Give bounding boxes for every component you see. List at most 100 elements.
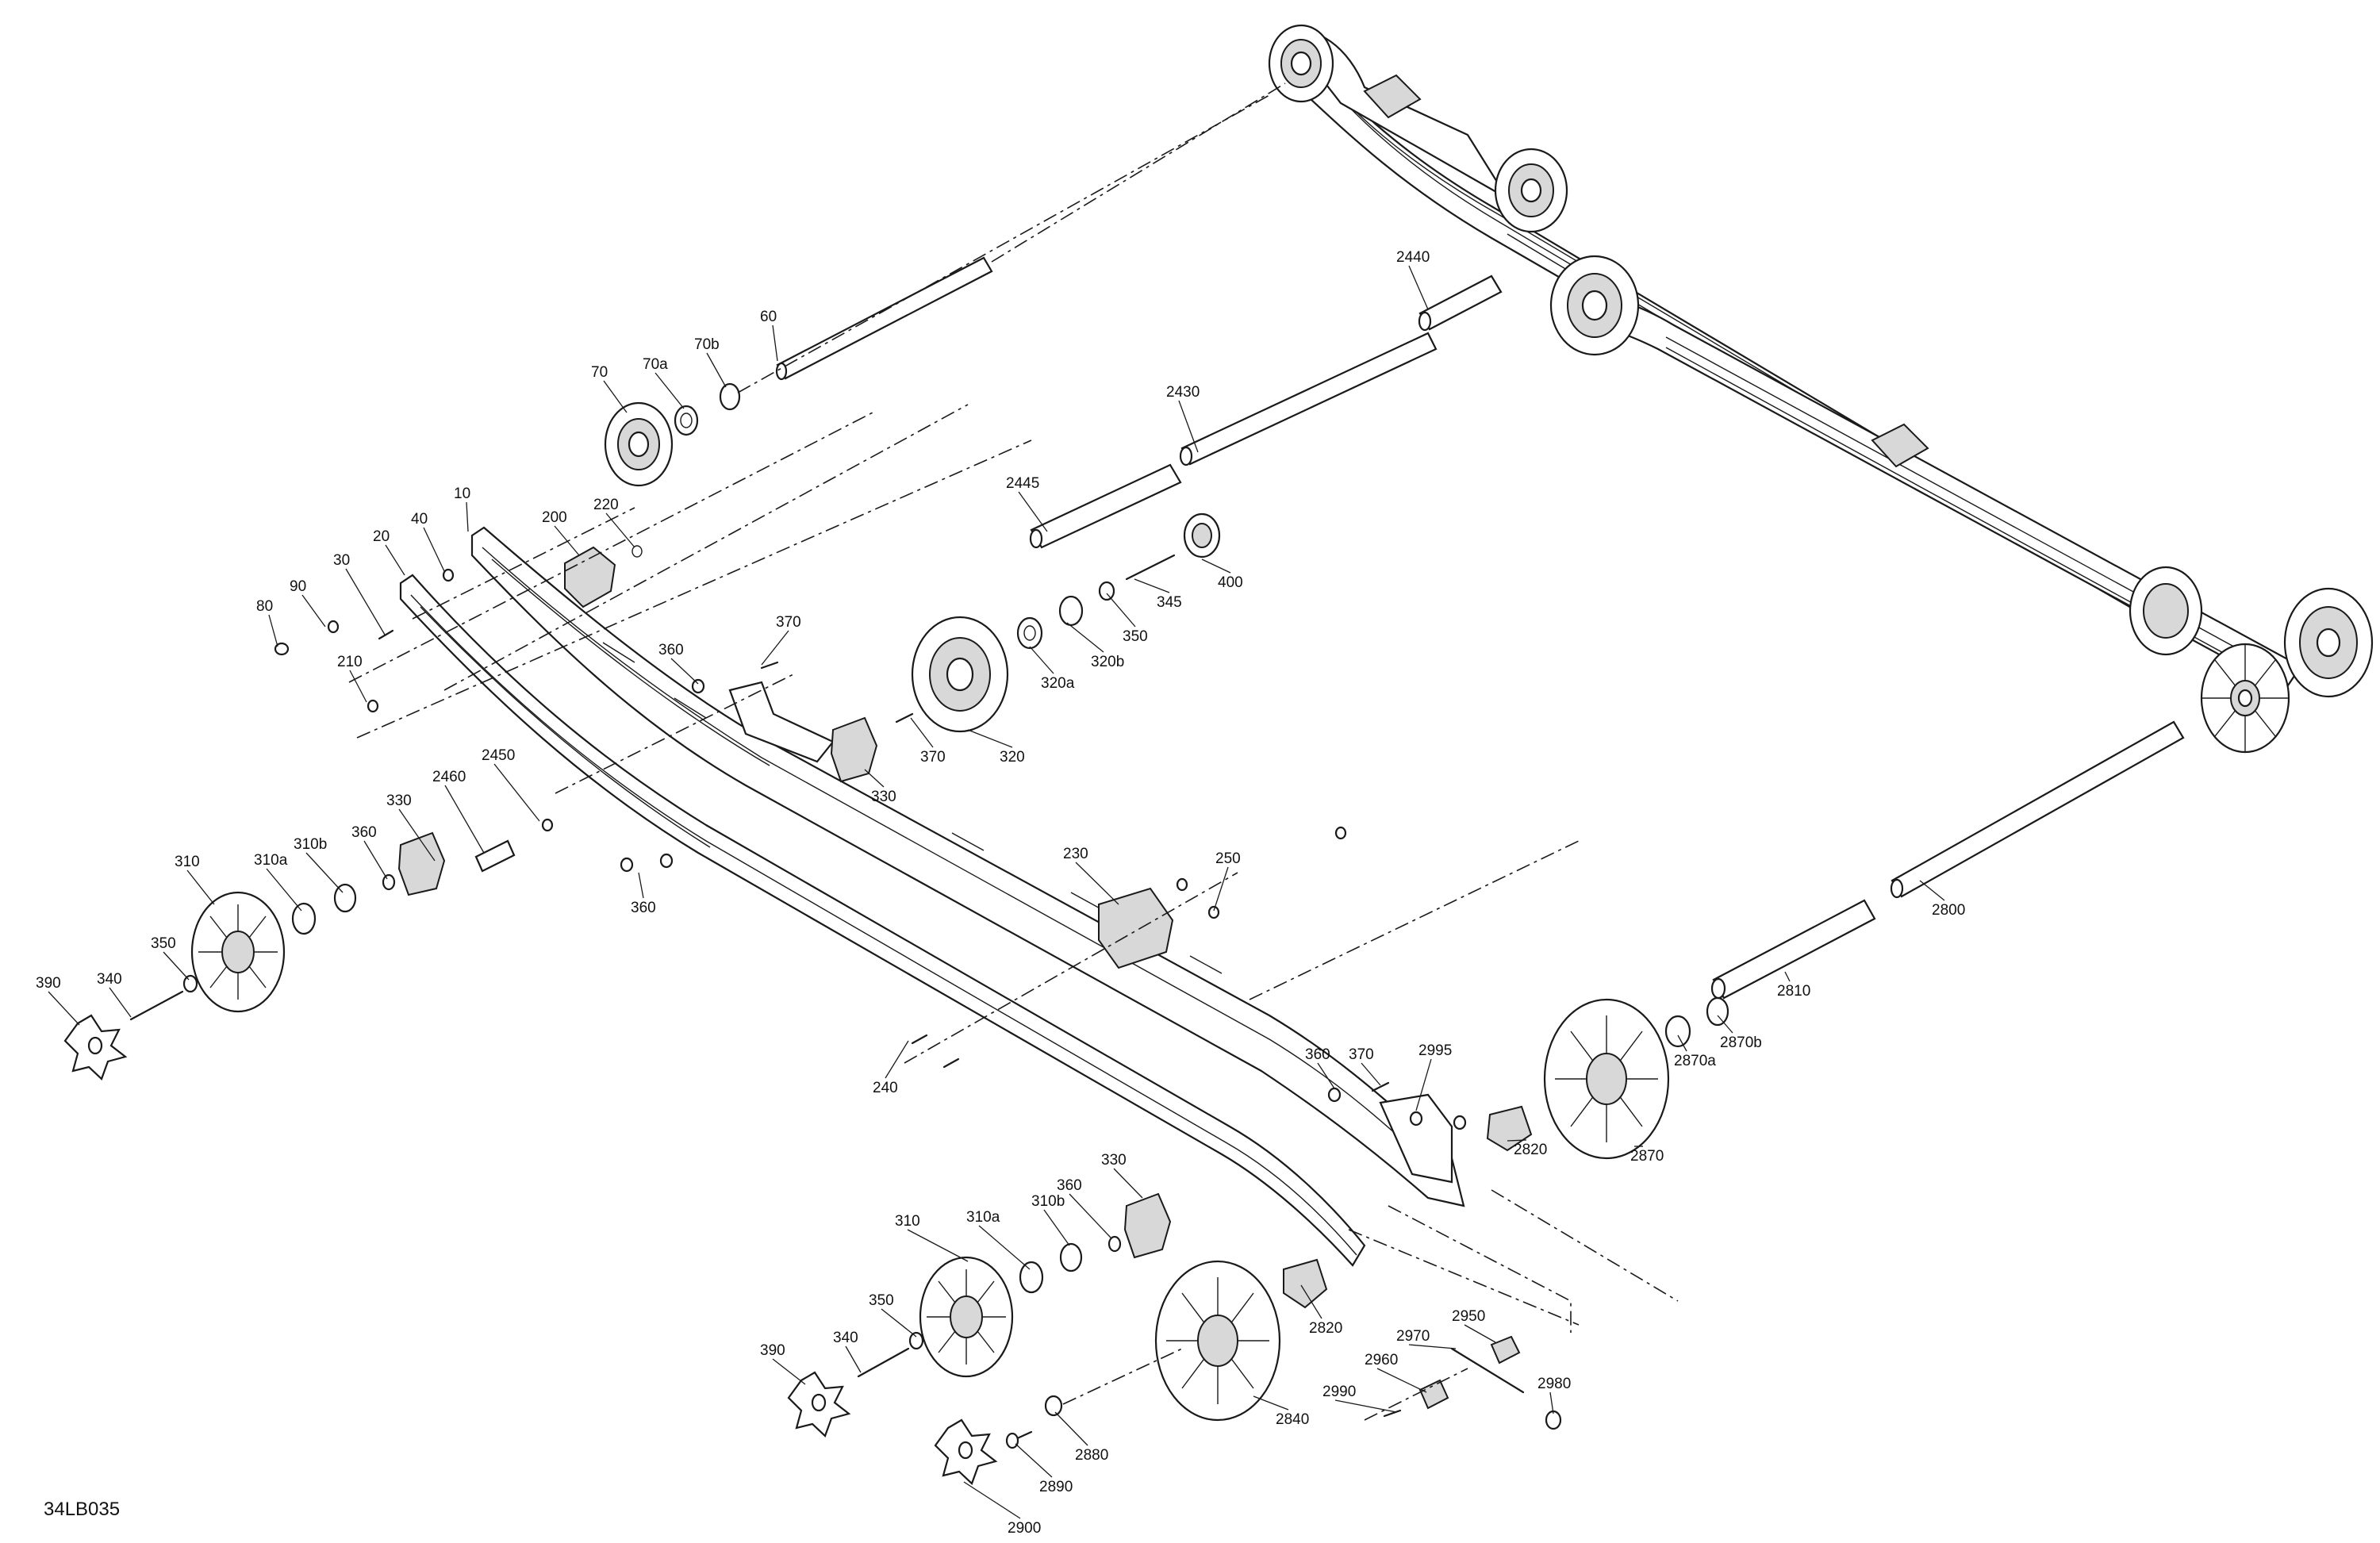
callout-leader-line: [301, 594, 326, 628]
callout-label: 20: [373, 528, 390, 545]
callout-leader-line: [186, 869, 215, 905]
callout-leader-line: [864, 769, 885, 788]
callout-label: 330: [386, 793, 412, 809]
callout-label: 2980: [1537, 1376, 1571, 1392]
callout-label: 2440: [1396, 249, 1430, 266]
callout-label: 345: [1157, 594, 1182, 611]
callout-leader-line: [605, 512, 635, 548]
callout-label: 2995: [1418, 1042, 1452, 1059]
callout-leader-line: [1029, 646, 1054, 674]
callout-leader-line: [638, 872, 644, 899]
callout-leader-line: [266, 868, 302, 912]
callout-label: 2960: [1365, 1352, 1398, 1368]
callout-label: 2820: [1514, 1142, 1547, 1158]
callout-leader-line: [349, 670, 367, 703]
callout-label: 2820: [1309, 1320, 1342, 1337]
callout-leader-line: [654, 372, 685, 409]
callout-leader-line: [670, 658, 699, 685]
callout-leader-line: [907, 1229, 969, 1262]
callout-leader-line: [493, 763, 540, 822]
callout-label: 70a: [643, 356, 668, 373]
callout-leader-line: [1253, 1395, 1289, 1411]
shafts: [775, 256, 2185, 1000]
callout-label: 360: [1305, 1046, 1330, 1063]
callout-leader-line: [1178, 400, 1199, 453]
callout-leader-line: [305, 852, 344, 893]
callout-leader-line: [1408, 1344, 1457, 1349]
callout-leader-line: [423, 527, 445, 572]
callout-label: 10: [454, 486, 470, 502]
callout-label: 90: [290, 578, 306, 595]
callout-leader-line: [1507, 1139, 1527, 1142]
callout-label: 360: [351, 824, 377, 841]
callout-label: 2450: [482, 747, 515, 764]
callout-leader-line: [1106, 593, 1136, 628]
parts: [63, 382, 1729, 1485]
callout-label: 2445: [1006, 475, 1039, 492]
callout-leader-line: [1784, 971, 1791, 982]
callout-label: 2840: [1276, 1411, 1309, 1428]
callout-leader-line: [444, 785, 485, 854]
callout-label: 390: [36, 975, 61, 992]
callout-label: 70b: [694, 336, 720, 353]
callout-label: 70: [591, 364, 608, 381]
callout-leader-line: [1201, 558, 1231, 574]
callout-leader-line: [772, 1358, 806, 1385]
callout-leader-line: [845, 1345, 862, 1373]
callout-label: 2870: [1630, 1148, 1664, 1165]
callout-label: 250: [1215, 850, 1241, 867]
callout-leader-line: [1361, 1062, 1381, 1086]
callout-leader-line: [1300, 1284, 1322, 1319]
callout-label: 210: [337, 654, 363, 670]
reference-code: 34LB035: [44, 1499, 120, 1520]
callout-label: 320b: [1091, 654, 1124, 670]
callout-leader-line: [48, 991, 80, 1026]
callout-leader-line: [1408, 265, 1429, 310]
callout-label: 320: [1000, 749, 1025, 766]
callout-leader-line: [1415, 1058, 1432, 1111]
callout-leader-line: [398, 808, 436, 862]
callout-leader-line: [1334, 1399, 1397, 1413]
callout-leader-line: [1018, 491, 1048, 532]
callout-label: 310a: [966, 1209, 1000, 1226]
callout-label: 2880: [1075, 1447, 1108, 1464]
callout-leader-line: [466, 501, 469, 532]
callout-leader-line: [554, 525, 580, 556]
callout-label: 320a: [1041, 675, 1075, 692]
callout-leader-line: [385, 544, 405, 576]
callout-label: 2900: [1008, 1520, 1041, 1537]
callout-label: 2990: [1322, 1384, 1356, 1400]
callout-label: 310: [895, 1213, 920, 1230]
callout-leader-line: [706, 352, 727, 388]
callout-leader-line: [1464, 1324, 1496, 1343]
callout-leader-line: [603, 380, 628, 413]
callout-leader-line: [1376, 1368, 1427, 1393]
callout-label: 360: [658, 642, 684, 658]
callout-leader-line: [967, 729, 1013, 748]
callout-leader-line: [978, 1225, 1031, 1270]
callout-label: 340: [833, 1330, 858, 1346]
callout-leader-line: [163, 951, 190, 981]
callout-leader-line: [345, 568, 386, 635]
callout-label: 310b: [1031, 1193, 1065, 1210]
callout-leader-line: [885, 1040, 909, 1079]
callout-leader-line: [772, 324, 778, 362]
callout-label: 2460: [432, 769, 466, 785]
callout-label: 350: [869, 1292, 894, 1309]
callout-label: 2890: [1039, 1479, 1073, 1495]
callout-label: 360: [631, 900, 656, 916]
rear-frame-assembly: [1268, 24, 2374, 754]
callout-leader-line: [1066, 622, 1104, 653]
callout-leader-line: [1134, 578, 1170, 593]
callout-label: 310: [175, 854, 200, 870]
callout-leader-line: [1113, 1168, 1143, 1199]
callout-leader-line: [1015, 1443, 1053, 1478]
callout-label: 400: [1218, 574, 1243, 591]
callout-label: 350: [151, 935, 176, 952]
callout-leader-line: [1317, 1062, 1335, 1089]
callout-leader-line: [963, 1481, 1021, 1519]
callout-leader-line: [1075, 862, 1119, 905]
callout-label: 370: [920, 749, 946, 766]
